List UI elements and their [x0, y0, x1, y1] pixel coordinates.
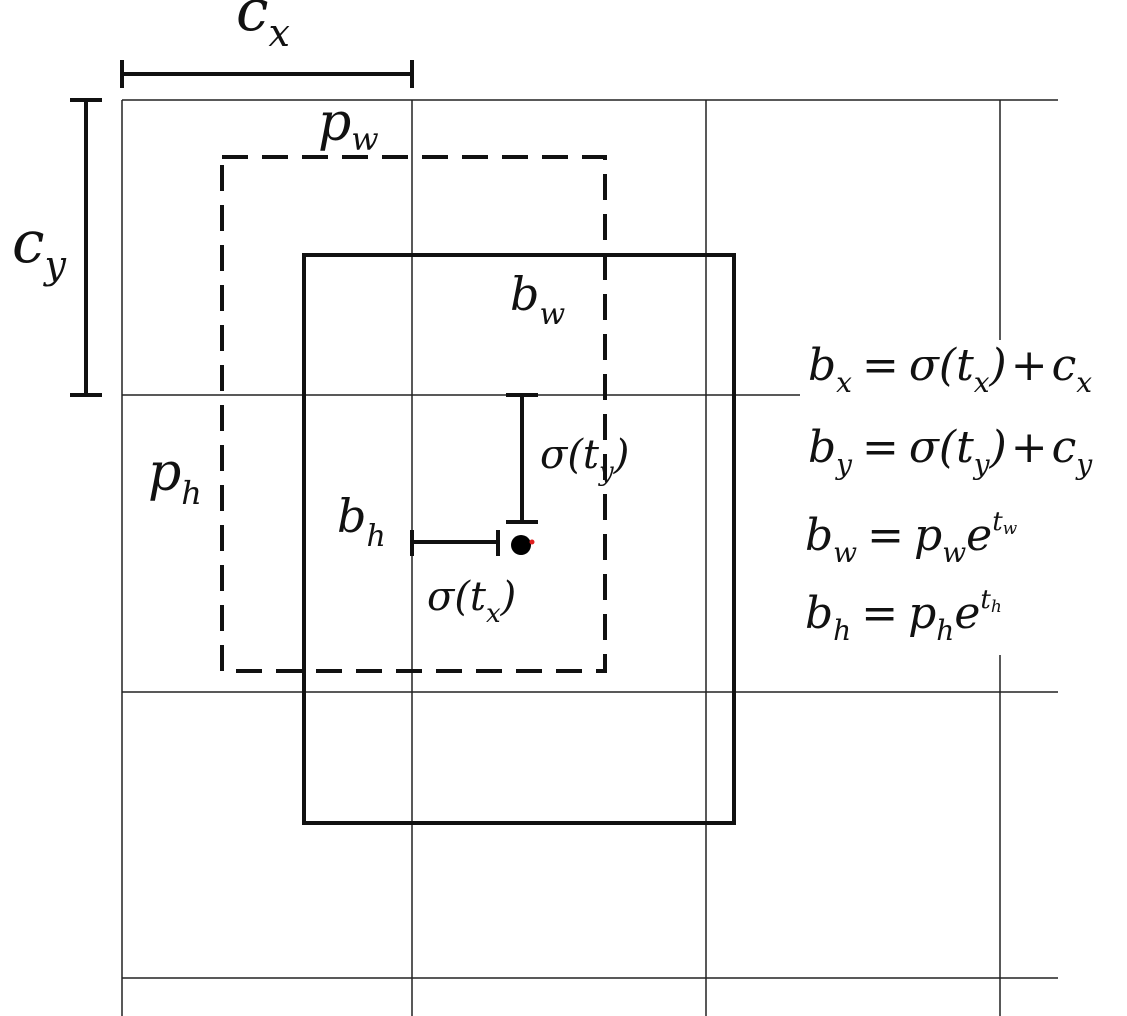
label-sigma-tx: σ(tx): [427, 574, 516, 629]
equation-bx: bx=σ(tx)+cx: [808, 340, 1092, 399]
center-point-marker: [529, 539, 535, 545]
prior-box: [220, 155, 607, 673]
label-bw: bw: [510, 267, 565, 332]
sigma-ty-offset-bar: [506, 393, 538, 524]
predicted-box: [302, 253, 736, 825]
equations: bx=σ(tx)+cx by=σ(ty)+cy bw=pwetw bh=phet…: [805, 340, 1093, 647]
cy-dimension-bar: [70, 98, 102, 397]
label-cy: cy: [12, 208, 66, 287]
label-pw: pw: [318, 93, 379, 158]
equation-by: by=σ(ty)+cy: [808, 422, 1093, 481]
center-point: [511, 535, 531, 555]
cx-dimension-bar: [120, 60, 414, 88]
grid: [121, 99, 1058, 1016]
label-sigma-ty: σ(ty): [540, 432, 629, 487]
label-ph: ph: [148, 443, 202, 512]
equation-bw: bw=pwetw: [805, 507, 1018, 569]
sigma-tx-offset-bar: [410, 530, 500, 556]
equation-bh: bh=pheth: [805, 585, 1002, 647]
equation-backdrop: [800, 340, 1127, 650]
label-cx: cx: [236, 0, 290, 55]
label-bh: bh: [337, 489, 386, 554]
